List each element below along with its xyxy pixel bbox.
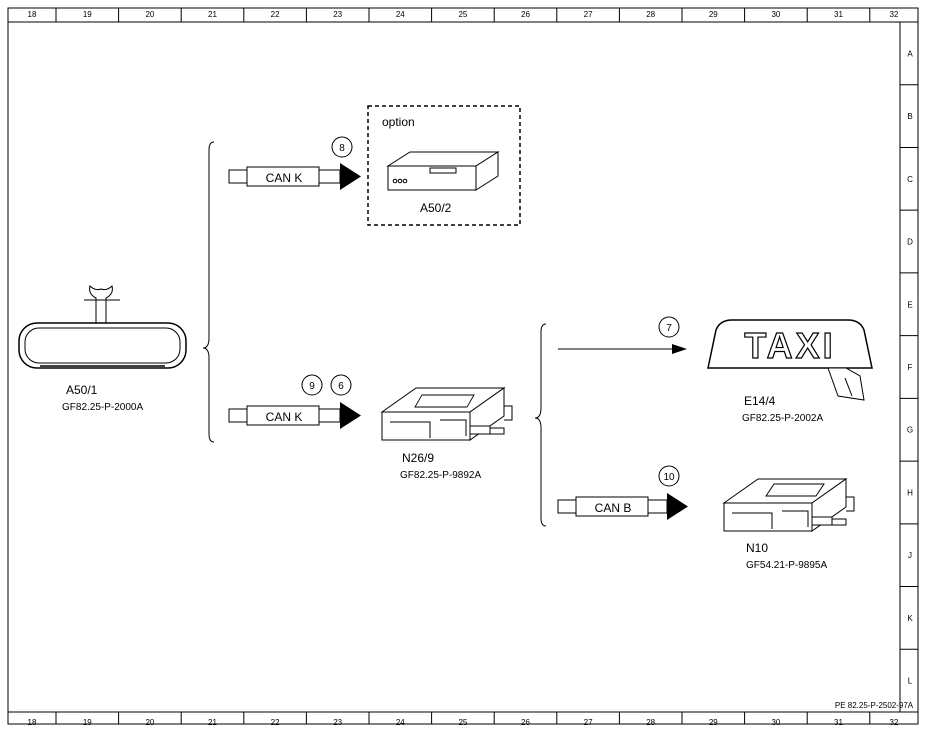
mirror-ref: GF82.25-P-2000A	[62, 402, 143, 413]
column-label-top: 31	[834, 10, 843, 19]
marker-8	[331, 136, 353, 158]
n10-ref: GF54.21-P-9895A	[746, 560, 827, 571]
row-label: A	[907, 49, 913, 58]
column-label-top: 18	[28, 10, 37, 19]
option-label: option	[382, 115, 415, 129]
column-label-bottom: 31	[834, 718, 843, 727]
direct-arrowhead	[672, 344, 687, 354]
column-label-bottom: 23	[333, 718, 342, 727]
n10-code: N10	[746, 541, 768, 555]
taxi-code: E14/4	[744, 394, 776, 408]
taxi-sign-text: TAXI	[744, 325, 835, 366]
row-label: D	[907, 238, 913, 247]
column-label-top: 26	[521, 10, 530, 19]
column-label-bottom: 32	[889, 718, 898, 727]
left-brace	[202, 141, 215, 443]
column-label-top: 29	[709, 10, 718, 19]
can-k-top-label: CAN K	[266, 171, 303, 185]
column-label-bottom: 21	[208, 718, 217, 727]
marker-8-label: 8	[339, 143, 345, 154]
row-label: H	[907, 488, 913, 497]
n26-code: N26/9	[402, 451, 434, 465]
marker-10	[658, 465, 680, 487]
row-label: E	[907, 300, 912, 309]
can-b-label: CAN B	[595, 501, 632, 515]
row-label: J	[908, 551, 912, 560]
column-label-top: 22	[271, 10, 280, 19]
taxi-roof-sign-icon	[707, 319, 873, 401]
column-label-top: 23	[333, 10, 342, 19]
n26-ref: GF82.25-P-9892A	[400, 470, 481, 481]
column-ruler: 18 18 19 19 20 20 21 21 22 22 23 23 24 24 25 25 26 26 27 27…	[28, 8, 899, 727]
column-label-bottom: 29	[709, 718, 718, 727]
column-label-bottom: 22	[271, 718, 280, 727]
optional-code: A50/2	[420, 201, 452, 215]
row-ruler: A B C D E F G H J K L	[900, 49, 918, 686]
marker-9-label: 9	[309, 381, 315, 392]
control-module-n10-icon	[722, 478, 855, 532]
column-label-top: 27	[584, 10, 593, 19]
can-k-bottom-label: CAN K	[266, 410, 303, 424]
mirror-code: A50/1	[66, 383, 98, 397]
marker-9	[301, 374, 323, 396]
column-label-top: 19	[83, 10, 92, 19]
can-k-bottom-connector	[228, 402, 361, 429]
column-label-bottom: 30	[771, 718, 780, 727]
row-label: K	[907, 614, 913, 623]
marker-6-label: 6	[338, 381, 344, 392]
row-label: G	[907, 426, 913, 435]
column-label-top: 32	[889, 10, 898, 19]
row-label: L	[908, 677, 913, 686]
column-label-bottom: 26	[521, 718, 530, 727]
column-label-top: 24	[396, 10, 405, 19]
right-brace	[534, 323, 547, 527]
control-module-n26-icon	[380, 387, 513, 441]
column-label-top: 20	[145, 10, 154, 19]
row-label: C	[907, 175, 913, 184]
row-label: F	[908, 363, 913, 372]
marker-7	[658, 316, 680, 338]
row-label: B	[907, 112, 912, 121]
column-label-bottom: 27	[584, 718, 593, 727]
column-label-top: 21	[208, 10, 217, 19]
option-box	[367, 105, 521, 226]
column-label-top: 28	[646, 10, 655, 19]
marker-7-label: 7	[666, 323, 672, 334]
column-label-bottom: 19	[83, 718, 92, 727]
column-label-bottom: 25	[458, 718, 467, 727]
marker-10-label: 10	[663, 472, 675, 483]
optional-unit-icon	[386, 151, 500, 191]
column-label-top: 30	[771, 10, 780, 19]
diagram-frame	[7, 7, 919, 725]
column-label-bottom: 28	[646, 718, 655, 727]
column-label-top: 25	[458, 10, 467, 19]
drawing-reference: PE 82.25-P-2502-97A	[835, 701, 914, 710]
column-label-bottom: 20	[145, 718, 154, 727]
marker-6	[330, 374, 352, 396]
taxi-ref: GF82.25-P-2002A	[742, 413, 823, 424]
can-k-top-connector	[228, 163, 361, 190]
can-b-connector	[557, 493, 688, 520]
rearview-mirror-icon	[18, 285, 187, 369]
column-label-bottom: 24	[396, 718, 405, 727]
column-label-bottom: 18	[28, 718, 37, 727]
